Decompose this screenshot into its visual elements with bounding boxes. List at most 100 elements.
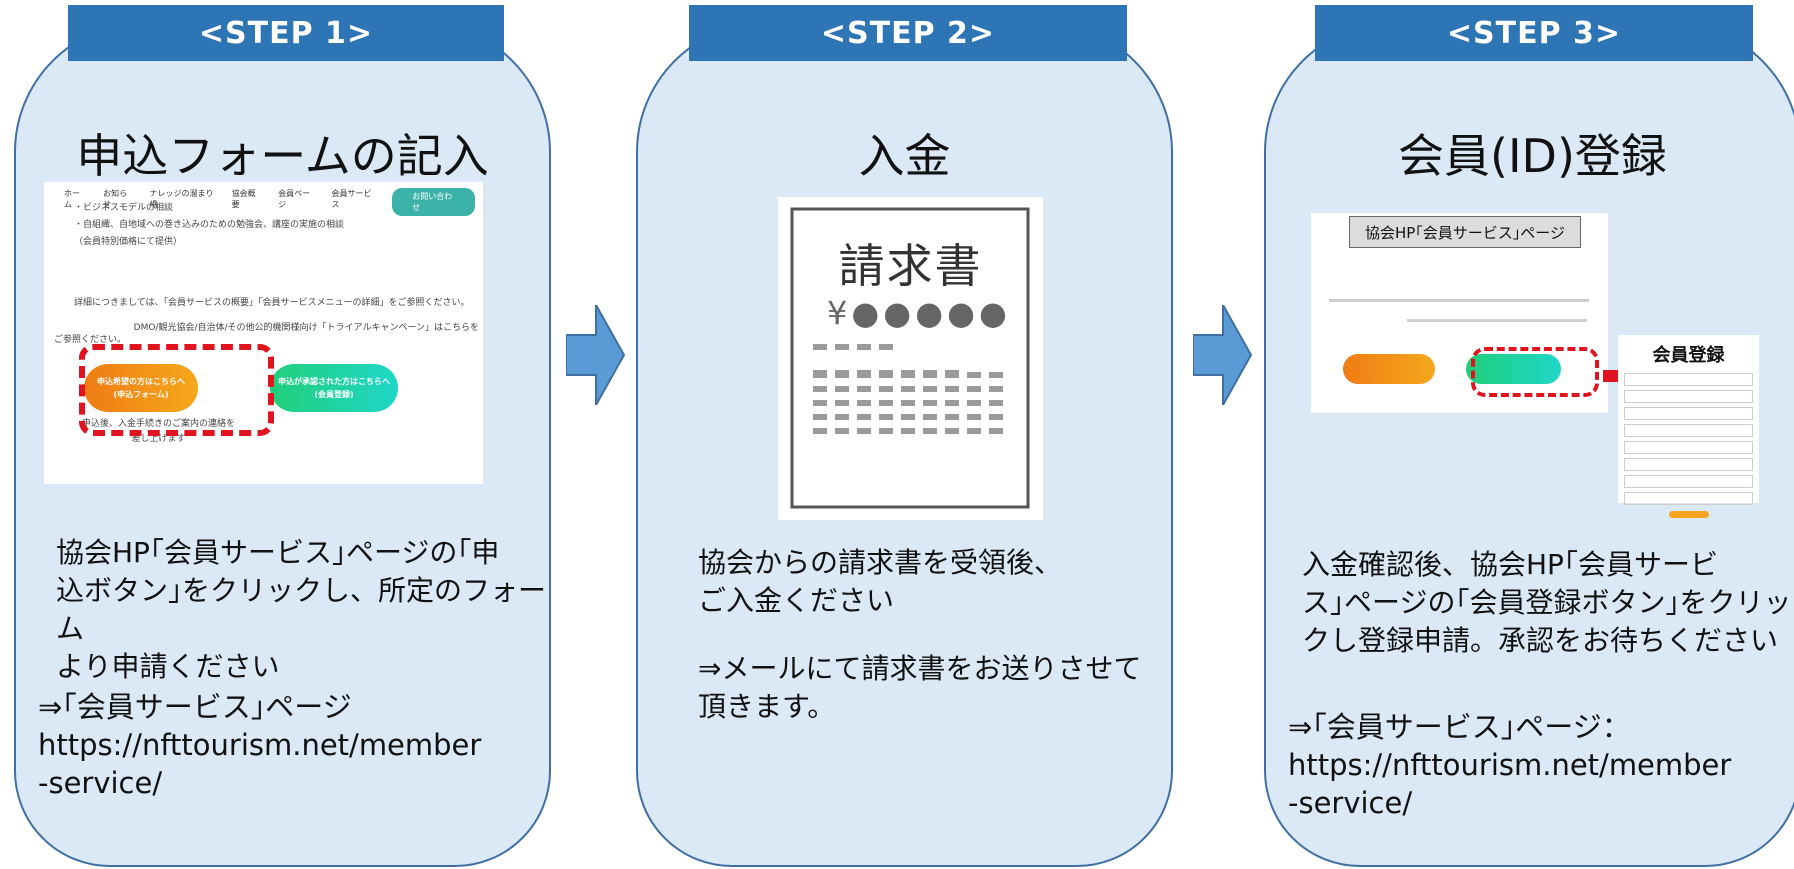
- approved-button: 申込が承認された方はこちらへ (会員登録): [270, 364, 398, 412]
- step3-title: 会員(ID)登録: [1398, 129, 1667, 183]
- nav-contact: お問い合わせ: [392, 188, 476, 216]
- invoice-line-mark: [835, 414, 849, 420]
- detail-text: 詳細につきましては、「会員サービスの概要」「会員サービスメニューの詳細」をご参照…: [74, 298, 470, 308]
- form-field: [1624, 492, 1753, 505]
- invoice-line-mark: [945, 400, 959, 406]
- text-line: ・自組織、自地域への巻き込みのための勉強会、講座の実施の相談: [74, 220, 345, 230]
- invoice-line-mark: [967, 414, 981, 420]
- invoice-line-mark: [813, 428, 827, 434]
- invoice-line-mark: [813, 386, 827, 392]
- invoice-line-mark: [901, 414, 915, 420]
- step1-link[interactable]: ⇒｢会員サービス｣ページ https://nfttourism.net/memb…: [38, 690, 482, 800]
- invoice-line-mark: [989, 386, 1003, 392]
- form-field: [1624, 424, 1753, 437]
- invoice-line-mark: [967, 428, 981, 434]
- site-nav: ホーム お知らせ ナレッジの溜まり場 協会概要 会員ページ 会員サービス お問い…: [44, 182, 483, 216]
- invoice-line-mark: [835, 344, 849, 350]
- invoice-line-mark: [945, 428, 959, 434]
- form-field: [1624, 475, 1753, 488]
- step3-description: 入金確認後、協会HP｢会員サービ ス｣ページの｢会員登録ボタン｣をクリッ クし登…: [1302, 548, 1792, 657]
- highlight-box: [1471, 347, 1599, 397]
- submit-button-mini: [1668, 511, 1709, 518]
- nav-item: 会員サービス: [331, 189, 372, 209]
- highlight-box: [79, 344, 274, 436]
- text-line: [1407, 319, 1587, 322]
- invoice-line-mark: [901, 386, 915, 392]
- invoice-illustration: [778, 197, 1043, 520]
- invoice-line-mark: [923, 400, 937, 406]
- invoice-line-mark: [813, 400, 827, 406]
- invoice-line-mark: [945, 372, 959, 378]
- invoice-line-mark: [901, 428, 915, 434]
- footnote-text: 申込後、入金手続きのご案内の連絡を 差し上げます: [82, 419, 236, 444]
- page-tag: 協会HP｢会員サービス｣ページ: [1349, 216, 1581, 248]
- invoice-line-mark: [967, 400, 981, 406]
- step2-label: <STEP 2>: [689, 5, 1127, 61]
- invoice-line-mark: [857, 344, 871, 350]
- text-line: [1329, 299, 1589, 302]
- register-form-screenshot: 会員登録: [1618, 335, 1759, 518]
- invoice-line-mark: [857, 414, 871, 420]
- invoice-line-mark: [835, 386, 849, 392]
- invoice-line-mark: [879, 372, 893, 378]
- nav-item: ナレッジの溜まり場: [149, 189, 214, 209]
- invoice-amount: ¥●●●●●: [827, 294, 1011, 332]
- nav-item: 会員ページ: [278, 189, 311, 209]
- invoice-line-mark: [857, 386, 871, 392]
- invoice-line-mark: [989, 372, 1003, 378]
- trial-text: DMO/観光協会/自治体/その他公的機関様向け「トライアルキャンペーン」はこちら…: [133, 323, 479, 333]
- invoice-line-mark: [879, 414, 893, 420]
- form-field: [1624, 390, 1753, 403]
- step2-description: 協会からの請求書を受領後、 ご入金ください: [698, 546, 1063, 617]
- form-field: [1624, 441, 1753, 454]
- invoice-line-mark: [857, 400, 871, 406]
- invoice-line-mark: [879, 428, 893, 434]
- invoice-line-mark: [945, 386, 959, 392]
- apply-button: 申込希望の方はこちらへ (申込フォーム): [84, 364, 198, 412]
- invoice-line-mark: [835, 400, 849, 406]
- invoice-line-mark: [901, 400, 915, 406]
- invoice-line-mark: [879, 386, 893, 392]
- nav-item: 協会概要: [231, 189, 256, 209]
- invoice-title: 請求書: [838, 239, 983, 293]
- invoice-line-mark: [857, 372, 871, 378]
- invoice-line-mark: [835, 428, 849, 434]
- invoice-line-mark: [989, 400, 1003, 406]
- step2-title: 入金: [858, 129, 951, 183]
- invoice-line-mark: [923, 386, 937, 392]
- invoice-line-mark: [813, 344, 827, 350]
- form-field: [1624, 373, 1753, 386]
- step3-link[interactable]: ⇒｢会員サービス｣ページ： https://nfttourism.net/mem…: [1288, 710, 1732, 820]
- step3-label: <STEP 3>: [1315, 5, 1753, 61]
- right-arrow-icon: [566, 305, 626, 405]
- invoice-line-mark: [967, 372, 981, 378]
- step1-description: 協会HP｢会員サービス｣ページの｢申 込ボタン｣をクリックし、所定のフォーム よ…: [56, 536, 547, 683]
- step2-note: ⇒メールにて請求書をお送りさせて 頂きます。: [698, 652, 1142, 723]
- invoice-line-mark: [923, 414, 937, 420]
- invoice-line-mark: [879, 344, 893, 350]
- invoice-line-mark: [857, 428, 871, 434]
- invoice-line-mark: [967, 386, 981, 392]
- nav-item: ホーム: [64, 189, 80, 209]
- step3-card: 会員(ID)登録 入金確認後、協会HP｢会員サービ ス｣ページの｢会員登録ボタン…: [1264, 22, 1794, 867]
- invoice-line-mark: [923, 428, 937, 434]
- trial-text-2: ご参照ください。: [54, 335, 127, 345]
- step1-title: 申込フォームの記入: [76, 129, 489, 183]
- nav-item: お知らせ: [103, 189, 128, 209]
- invoice-line-mark: [989, 414, 1003, 420]
- invoice-line-mark: [923, 372, 937, 378]
- apply-button-mini: [1343, 354, 1435, 384]
- invoice-line-mark: [835, 372, 849, 378]
- website-screenshot: ホーム お知らせ ナレッジの溜まり場 協会概要 会員ページ 会員サービス お問い…: [44, 182, 483, 484]
- right-arrow-icon: [1193, 305, 1253, 405]
- form-field: [1624, 458, 1753, 471]
- register-title: 会員登録: [1652, 345, 1725, 366]
- invoice-line-mark: [813, 372, 827, 378]
- text-line: ・ビジネスモデルの相談: [74, 203, 174, 213]
- form-field: [1624, 407, 1753, 420]
- step2-card: 入金 協会からの請求書を受領後、 ご入金ください ⇒メールにて請求書をお送りさせ…: [636, 22, 1173, 867]
- invoice-line-mark: [813, 414, 827, 420]
- text-line: （会員特別価格にて提供）: [74, 237, 183, 247]
- invoice-line-mark: [945, 414, 959, 420]
- invoice-line-mark: [879, 400, 893, 406]
